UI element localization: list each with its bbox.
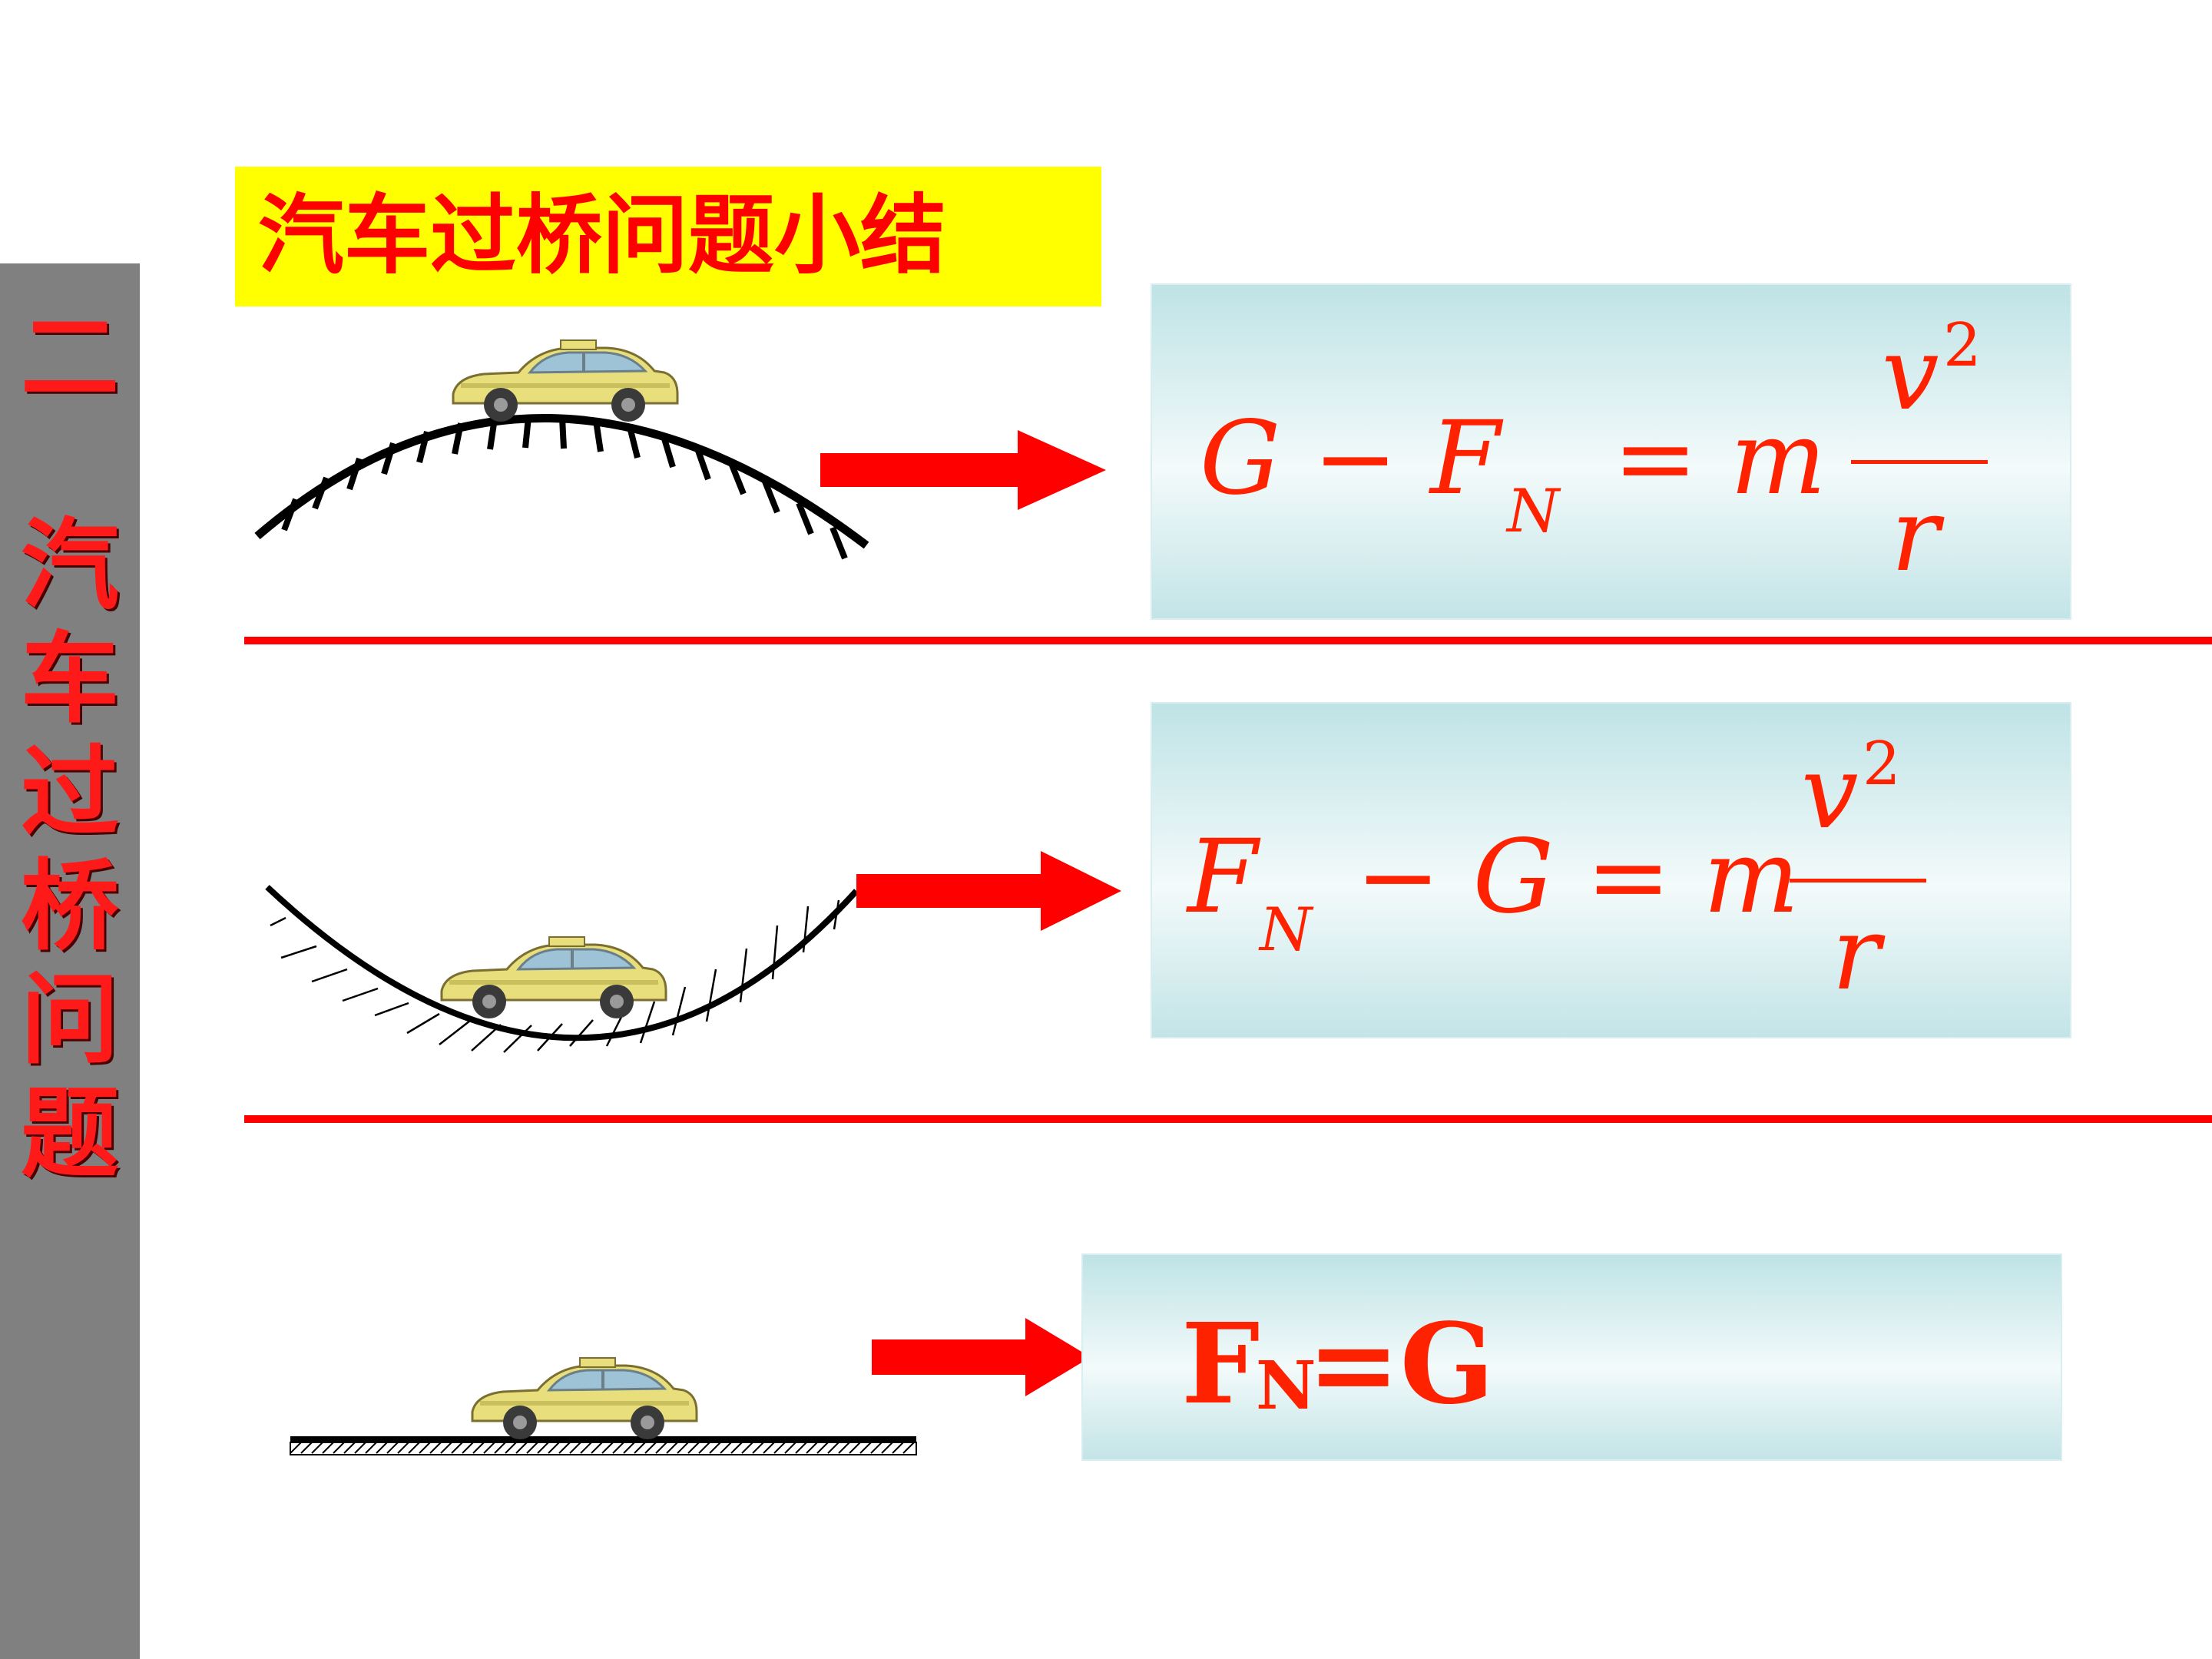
title-banner: 汽车过桥问题小结 xyxy=(235,167,1101,306)
equation-box-flat: F N =G xyxy=(1081,1253,2062,1461)
page-title: 汽车过桥问题小结 xyxy=(258,185,946,286)
eq1-exponent: 2 xyxy=(1943,311,1982,380)
equation-box-convex: G − F N = m v 2 r xyxy=(1151,283,2071,620)
eq1-left: G − F xyxy=(1200,399,1501,518)
flat-bridge xyxy=(290,1436,917,1455)
car-on-concave-bridge xyxy=(440,935,667,1020)
eq3-right: =G xyxy=(1307,1299,1495,1429)
sidebar-char-3: 车 xyxy=(20,622,119,737)
eq1-numerator: v xyxy=(1882,315,1939,433)
eq2-left: F xyxy=(1187,818,1258,936)
eq1-mid: = m xyxy=(1613,399,1826,518)
equation-box-concave: F N − G = m v 2 r xyxy=(1151,702,2071,1038)
eq1-subscript: N xyxy=(1507,477,1560,546)
divider-1 xyxy=(244,637,2212,644)
arrow-right-icon xyxy=(872,1318,1091,1396)
sidebar-char-2: 汽 xyxy=(20,508,119,623)
eq2-denominator: r xyxy=(1832,895,1881,1013)
divider-2 xyxy=(244,1115,2212,1123)
sidebar-char-5: 桥 xyxy=(20,849,119,964)
convex-bridge xyxy=(254,413,869,560)
car-on-convex-bridge xyxy=(452,339,679,423)
arrows xyxy=(820,430,1121,1396)
sidebar-char-6: 问 xyxy=(20,963,119,1078)
eq2-mid: − G = m xyxy=(1356,818,1800,936)
eq3-left: F xyxy=(1181,1299,1260,1429)
eq1-fraction-bar xyxy=(1851,460,1988,464)
arrow-right-icon xyxy=(856,851,1121,931)
eq1-denominator: r xyxy=(1891,476,1940,594)
eq2-subscript: N xyxy=(1260,896,1313,965)
eq2-exponent: 2 xyxy=(1863,730,1901,799)
eq3-subscript: N xyxy=(1256,1347,1316,1425)
eq2-numerator: v xyxy=(1801,733,1859,852)
arrow-right-icon xyxy=(820,430,1106,510)
sidebar: 二 汽 车 过 桥 问 题 xyxy=(0,263,140,1659)
sidebar-char-1: 二 xyxy=(20,301,119,416)
sidebar-char-7: 题 xyxy=(20,1077,119,1191)
eq2-fraction-bar xyxy=(1790,879,1926,882)
car-on-flat-bridge xyxy=(471,1356,698,1441)
sidebar-char-4: 过 xyxy=(20,736,119,850)
